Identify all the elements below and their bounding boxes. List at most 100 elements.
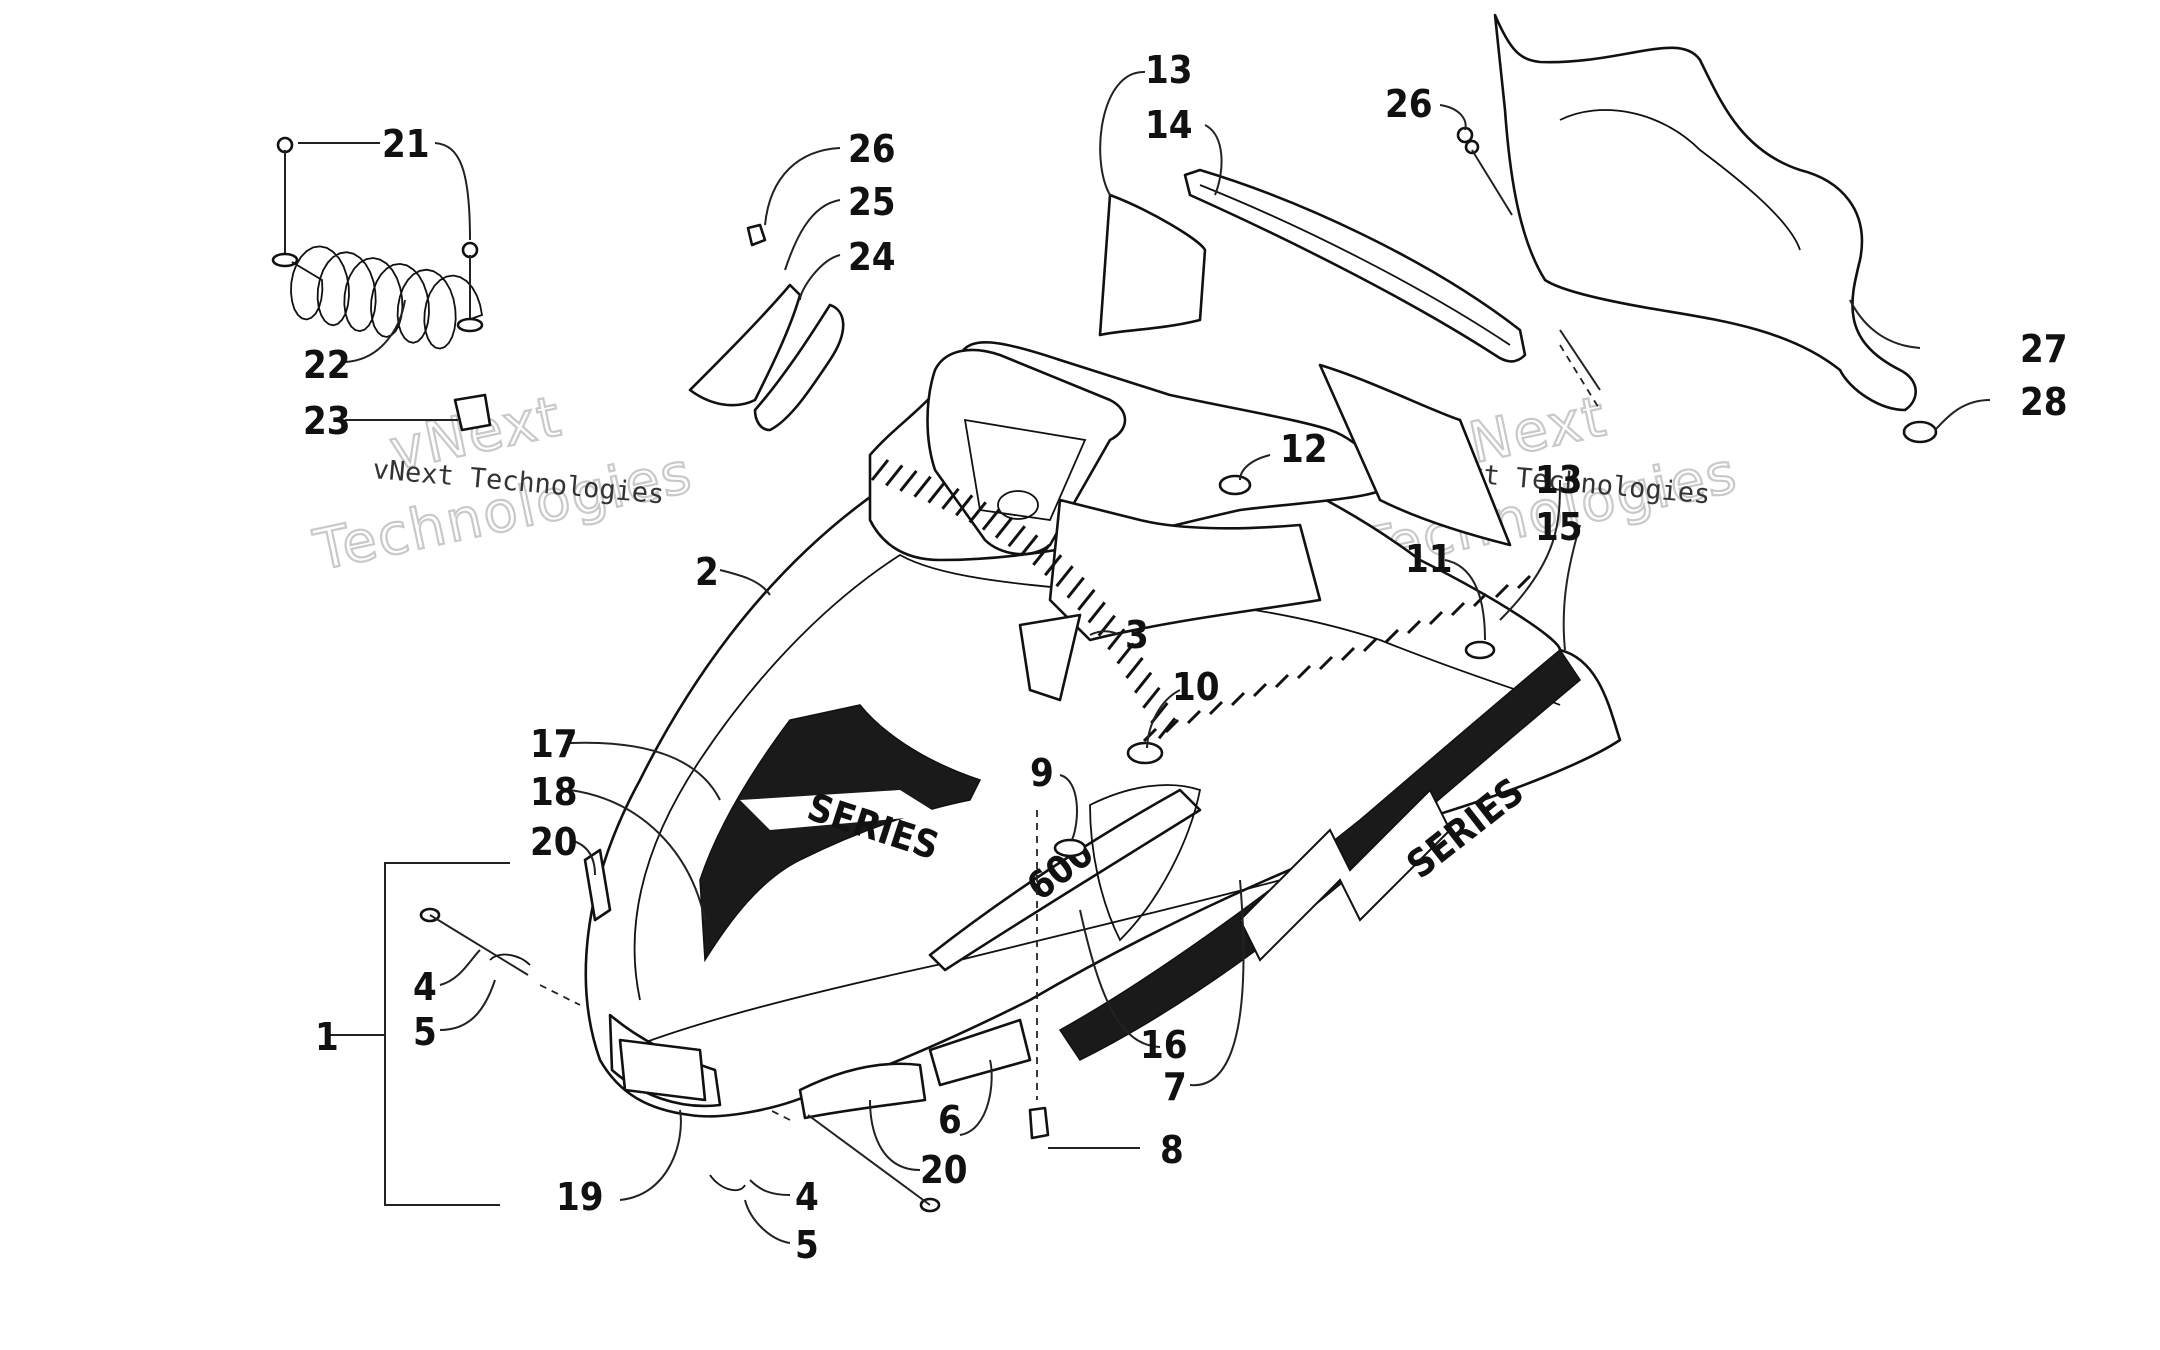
callout-26: 26: [848, 127, 896, 171]
vent-slot: [1362, 637, 1378, 653]
callout-26: 26: [1385, 82, 1433, 126]
leader-20b: [869, 1099, 921, 1171]
leader-3: [1089, 630, 1121, 636]
small-cover-3: [1018, 613, 1082, 702]
callout-27: 27: [2020, 327, 2068, 371]
vent-slot: [1107, 628, 1126, 651]
leader-13b: [1499, 479, 1561, 621]
pin-shaft: [429, 914, 529, 976]
vent-slot: [1142, 727, 1158, 743]
callout-5: 5: [413, 1010, 437, 1054]
vent-slot: [1186, 709, 1202, 725]
side-shield-right: [1318, 363, 1512, 547]
vent-slot: [1340, 646, 1356, 662]
vent-slot: [1208, 700, 1224, 716]
leader-22: [344, 299, 406, 363]
hood-assembly: [583, 340, 1622, 1120]
callout-5: 5: [795, 1223, 819, 1267]
vent-slot: [1450, 601, 1466, 617]
fastener-clip: [1028, 1106, 1050, 1140]
screw-nut: [1464, 139, 1480, 155]
handle-clip: [746, 223, 767, 247]
tether-washer-left: [271, 252, 299, 268]
side-shield-left: [1098, 193, 1207, 337]
vent-slot: [1296, 664, 1312, 680]
leader-20a: [569, 839, 596, 876]
callout-28: 28: [2020, 380, 2068, 424]
vent-slot: [1087, 601, 1106, 624]
vent-slot: [1142, 686, 1161, 709]
grab-handle-inner: [753, 303, 845, 432]
leader-10: [1146, 689, 1181, 749]
vent-slot: [899, 470, 918, 492]
vent-slot: [1077, 588, 1096, 611]
callout-25: 25: [848, 180, 896, 224]
leader-14: [1204, 124, 1223, 196]
callout-1: 1: [315, 1015, 339, 1059]
vent-slot: [1252, 682, 1268, 698]
leader-4b: [749, 1179, 791, 1196]
screw-line-lower: [1559, 329, 1601, 391]
callout-7: 7: [1163, 1065, 1187, 1109]
leader-25: [784, 199, 841, 271]
leader-4a: [439, 949, 481, 986]
windshield-screw: [1456, 126, 1601, 411]
pod-window: [963, 418, 1087, 521]
callout-11: 11: [1405, 537, 1453, 581]
front-decal-stripe: [740, 790, 940, 830]
callout-13: 13: [1535, 458, 1583, 502]
pin-clip: [489, 953, 531, 966]
vent-slot: [1007, 525, 1026, 548]
callout-15: 15: [1535, 505, 1583, 549]
leader-2: [719, 569, 771, 596]
callout-23: 23: [303, 399, 351, 443]
vent-slot: [981, 508, 1001, 531]
vent-slot: [1157, 717, 1177, 740]
vent-slot: [1274, 673, 1290, 689]
tether-assembly: [271, 136, 492, 432]
leader-6: [959, 1059, 993, 1136]
callout-12: 12: [1280, 427, 1328, 471]
side-decal-m-logo: [1238, 788, 1452, 962]
callout-20: 20: [920, 1148, 968, 1192]
front-hood-decal: [699, 704, 982, 963]
leader-27: [1849, 299, 1921, 349]
callout-16: 16: [1140, 1023, 1188, 1067]
callout-18: 18: [530, 770, 578, 814]
leader-12: [1239, 454, 1271, 481]
callout-labels: 1 2 3 4 4 5 5 6 7 8 9 10 11 12 13 13 14 …: [303, 48, 2068, 1267]
leader-13a: [1099, 70, 1146, 196]
center-headlight: [798, 1062, 927, 1120]
callout-4: 4: [413, 965, 437, 1009]
callout-20: 20: [530, 820, 578, 864]
tether-nut: [453, 393, 492, 432]
leader-18: [569, 789, 706, 921]
leader-7: [1189, 879, 1245, 1087]
decals: SERIES SERIES 600: [699, 648, 1581, 1061]
leader-28: [1934, 399, 1991, 431]
callout-2: 2: [695, 550, 719, 594]
watermark-big-line2: Technologies: [308, 440, 698, 584]
vent-slot: [1020, 534, 1039, 557]
callout-9: 9: [1030, 751, 1054, 795]
callout-24: 24: [848, 235, 896, 279]
tether-screw-right: [461, 241, 479, 259]
leader-26a: [764, 147, 841, 226]
grab-handle-outer: [688, 283, 802, 407]
vent-slot: [994, 516, 1014, 539]
leader-16: [1079, 909, 1161, 1048]
windshield-grommet: [1902, 420, 1938, 444]
windshield-trim-strip: [1183, 168, 1527, 363]
vent-slot: [1125, 656, 1144, 679]
vent-slot: [1230, 691, 1246, 707]
vent-slot: [1406, 619, 1422, 635]
vent-slot: [941, 487, 960, 510]
side-decal-600: [928, 788, 1202, 972]
vent-slot: [1318, 655, 1334, 671]
vent-slot: [1032, 543, 1051, 566]
hood-inner-rim: [633, 553, 1561, 1001]
vent-slot: [1116, 642, 1135, 665]
plug-10: [1126, 741, 1164, 765]
vent-slot: [1494, 583, 1510, 599]
